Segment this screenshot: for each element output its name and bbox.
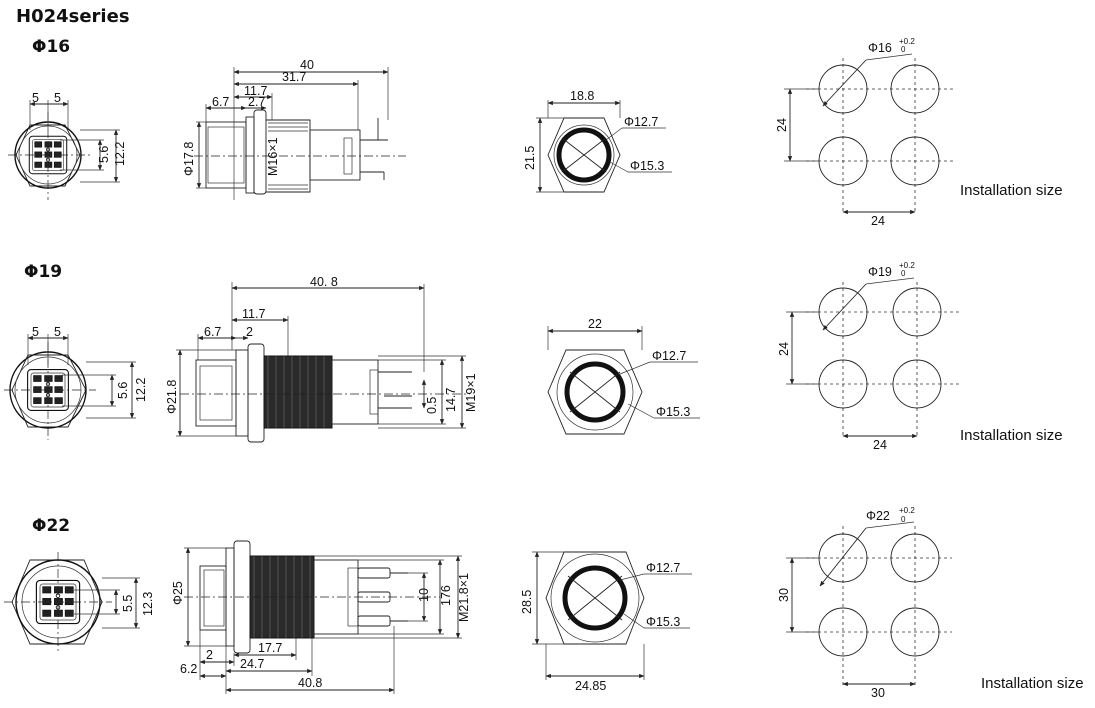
- dim-height: 28.5: [520, 590, 534, 614]
- tol-lower: 0: [901, 515, 906, 524]
- tol-lower: 0: [901, 45, 906, 54]
- dim-pitch-v: 24: [777, 342, 791, 356]
- front-view: 5 5 5.6 12.2: [4, 325, 148, 440]
- tol-upper: +0.2: [899, 506, 915, 515]
- dim-bezel: 6.7: [204, 325, 221, 339]
- installation-label: Installation size: [960, 427, 1063, 444]
- dim-bezel: 6.7: [212, 95, 229, 109]
- dim-outer-dia: Φ15.3: [630, 159, 664, 173]
- dim-diameter-bezel: Φ17.8: [182, 142, 196, 176]
- side-view: 40. 8 11.7 6.7 2 Φ21.8 0.5 14.7 M19×1: [165, 275, 478, 443]
- dim-width: 24.85: [575, 679, 606, 693]
- dim-inner-dia: Φ12.7: [624, 115, 658, 129]
- dim-pitch-h: 24: [873, 438, 887, 452]
- dim-length-total: 40.8: [298, 676, 322, 690]
- tol-upper: +0.2: [899, 261, 915, 270]
- page-title: H024series: [16, 6, 130, 27]
- dim-length-total: 40. 8: [310, 275, 338, 289]
- dim-nut: 2: [206, 648, 213, 662]
- dim-pitch-h: 30: [871, 686, 885, 700]
- top-view: 22 Φ12.7 Φ15.3: [547, 317, 700, 435]
- size-heading: Φ22: [32, 516, 70, 536]
- dim-height: 21.5: [523, 146, 537, 170]
- dim-width: 22: [588, 317, 602, 331]
- dim-width: 18.8: [570, 89, 594, 103]
- dim-outer-dia: Φ15.3: [646, 615, 680, 629]
- dim-pin-row: 5.6: [116, 382, 130, 399]
- dim-pitch-b: 5: [54, 91, 61, 105]
- dim-body-height: 176: [439, 585, 453, 606]
- dim-pin-row: 5.6: [97, 146, 111, 163]
- front-view: 5 5 5.6 12.2: [8, 91, 127, 200]
- dim-length-body: 24.7: [240, 657, 264, 671]
- dim-pitch-a: 5: [32, 91, 39, 105]
- dim-nut: 2.7: [248, 95, 265, 109]
- side-view: 40 31.7 11.7 6.7 2.7 Φ17.8 M16×1: [182, 58, 406, 200]
- dim-diameter-bezel: Φ25: [171, 581, 185, 605]
- top-view: 18.8 21.5 Φ12.7 Φ15.3: [523, 89, 672, 193]
- dim-nut: 2: [246, 325, 253, 339]
- dim-body-height: 14.7: [444, 388, 458, 412]
- size-section-19: Φ19 5 5 5.6 12.2: [4, 261, 1063, 452]
- dim-pin-height: 12.2: [134, 378, 148, 402]
- front-view: 5.5 12.3: [4, 552, 155, 652]
- dim-thread: M19×1: [464, 373, 478, 412]
- installation-label: Installation size: [981, 675, 1084, 692]
- installation-pattern: Φ19 +0.2 0 24 24 Installation size: [777, 261, 1063, 452]
- dim-length-total: 40: [300, 58, 314, 72]
- dim-length-thread: 17.7: [258, 641, 282, 655]
- dim-pin-height: 12.2: [113, 142, 127, 166]
- dim-hole-dia: Φ22: [866, 509, 890, 523]
- dim-thread: M21.8×1: [457, 573, 471, 622]
- dim-length-body: 31.7: [282, 70, 306, 84]
- dim-inner-dia: Φ12.7: [646, 561, 680, 575]
- dim-inner-dia: Φ12.7: [652, 349, 686, 363]
- dim-outer-dia: Φ15.3: [656, 405, 690, 419]
- dim-pitch-b: 5: [54, 325, 61, 339]
- size-heading: Φ16: [32, 37, 70, 57]
- dim-pin-gap: 10: [417, 588, 431, 602]
- dim-pin-height: 12.3: [141, 592, 155, 616]
- size-section-16: Φ16 5 5 5.6 12.2: [8, 37, 1063, 228]
- dim-bezel: 6.2: [180, 662, 197, 676]
- dim-pin-gap: 0.5: [425, 397, 439, 414]
- tol-lower: 0: [901, 269, 906, 278]
- size-heading: Φ19: [24, 262, 62, 282]
- side-view: Φ25 10 176 M21.8×1 6.2 2 17.7 24: [171, 540, 471, 694]
- tol-upper: +0.2: [899, 37, 915, 46]
- installation-pattern: Φ16 +0.2 0 24 24 Installation size: [775, 37, 1063, 228]
- dim-pin-row: 5.5: [121, 595, 135, 612]
- dim-hole-dia: Φ19: [868, 265, 892, 279]
- dim-pitch-v: 30: [777, 588, 791, 602]
- top-view: 28.5 24.85 Φ12.7 Φ15.3: [520, 551, 692, 693]
- dim-pitch-h: 24: [871, 214, 885, 228]
- size-section-22: Φ22 5.5 12.3: [4, 506, 1084, 700]
- dim-diameter-bezel: Φ21.8: [165, 380, 179, 414]
- dim-pitch-v: 24: [775, 118, 789, 132]
- dim-length-thread: 11.7: [244, 84, 267, 98]
- installation-label: Installation size: [960, 182, 1063, 199]
- dim-thread: M16×1: [266, 137, 280, 176]
- dim-pitch-a: 5: [32, 325, 39, 339]
- dim-length-thread: 11.7: [242, 307, 265, 321]
- dim-hole-dia: Φ16: [868, 41, 892, 55]
- installation-pattern: Φ22 +0.2 0 30 30 Installation size: [777, 506, 1084, 700]
